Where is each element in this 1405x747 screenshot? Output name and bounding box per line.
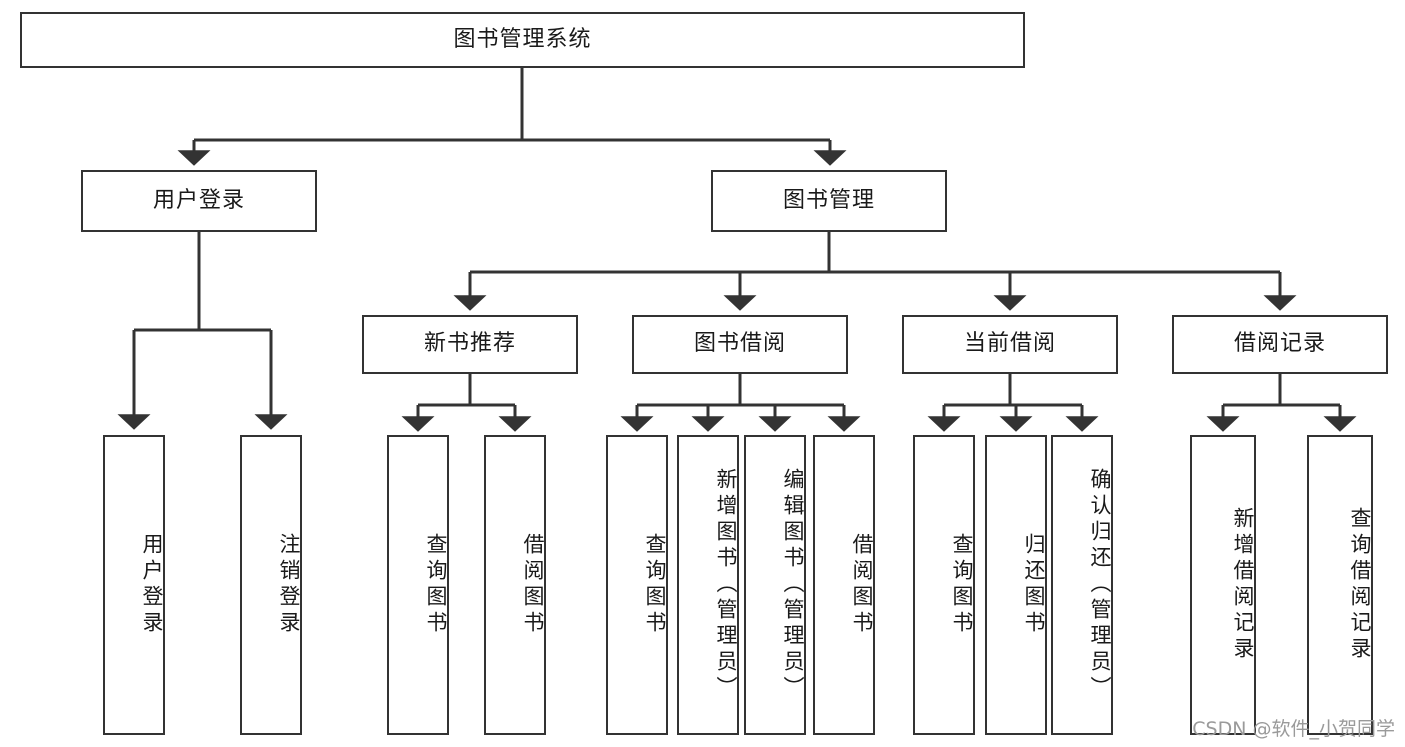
node-borrow-record[interactable]: 借阅记录 [1172, 315, 1388, 374]
node-user-login-label: 用户登录 [152, 187, 245, 213]
node-book-management-label: 图书管理 [782, 187, 875, 213]
leaf-logout-label: 注销登录 [277, 533, 301, 637]
leaf-query-book-bb[interactable]: 查询图书 [606, 435, 668, 735]
leaf-borrow-book-nb[interactable]: 借阅图书 [484, 435, 546, 735]
node-root-label: 图书管理系统 [453, 26, 592, 52]
leaf-query-borrow-record-label: 查询借阅记录 [1348, 507, 1372, 663]
leaf-logout[interactable]: 注销登录 [240, 435, 302, 735]
leaf-borrow-book-bb[interactable]: 借阅图书 [813, 435, 875, 735]
leaf-return-book-label: 归还图书 [1022, 533, 1046, 637]
node-book-borrow[interactable]: 图书借阅 [632, 315, 848, 374]
leaf-add-book-admin[interactable]: 新增图书（管理员） [677, 435, 739, 735]
leaf-add-borrow-record-label: 新增借阅记录 [1231, 507, 1255, 663]
leaf-edit-book-admin[interactable]: 编辑图书（管理员） [744, 435, 806, 735]
node-book-borrow-label: 图书借阅 [693, 331, 786, 357]
node-current-borrow[interactable]: 当前借阅 [902, 315, 1118, 374]
node-root[interactable]: 图书管理系统 [20, 12, 1025, 68]
leaf-query-book-cb[interactable]: 查询图书 [913, 435, 975, 735]
leaf-borrow-book-nb-label: 借阅图书 [521, 533, 545, 637]
node-user-login[interactable]: 用户登录 [81, 170, 317, 232]
leaf-query-book-cb-label: 查询图书 [950, 533, 974, 637]
leaf-confirm-return-admin-label: 确认归还（管理员） [1088, 468, 1112, 702]
node-current-borrow-label: 当前借阅 [963, 331, 1056, 357]
leaf-query-book-nb-label: 查询图书 [424, 533, 448, 637]
leaf-confirm-return-admin[interactable]: 确认归还（管理员） [1051, 435, 1113, 735]
leaf-edit-book-admin-label: 编辑图书（管理员） [781, 468, 805, 702]
leaf-query-borrow-record[interactable]: 查询借阅记录 [1307, 435, 1373, 735]
leaf-add-book-admin-label: 新增图书（管理员） [714, 468, 738, 702]
leaf-return-book[interactable]: 归还图书 [985, 435, 1047, 735]
csdn-watermark: CSDN @软件_小贺同学 [1192, 718, 1395, 740]
node-new-book-recommend-label: 新书推荐 [423, 331, 516, 357]
node-new-book-recommend[interactable]: 新书推荐 [362, 315, 578, 374]
node-borrow-record-label: 借阅记录 [1233, 331, 1326, 357]
leaf-borrow-book-bb-label: 借阅图书 [850, 533, 874, 637]
node-book-management[interactable]: 图书管理 [711, 170, 947, 232]
leaf-query-book-nb[interactable]: 查询图书 [387, 435, 449, 735]
leaf-add-borrow-record[interactable]: 新增借阅记录 [1190, 435, 1256, 735]
leaf-query-book-bb-label: 查询图书 [643, 533, 667, 637]
leaf-user-login[interactable]: 用户登录 [103, 435, 165, 735]
leaf-user-login-label: 用户登录 [140, 533, 164, 637]
